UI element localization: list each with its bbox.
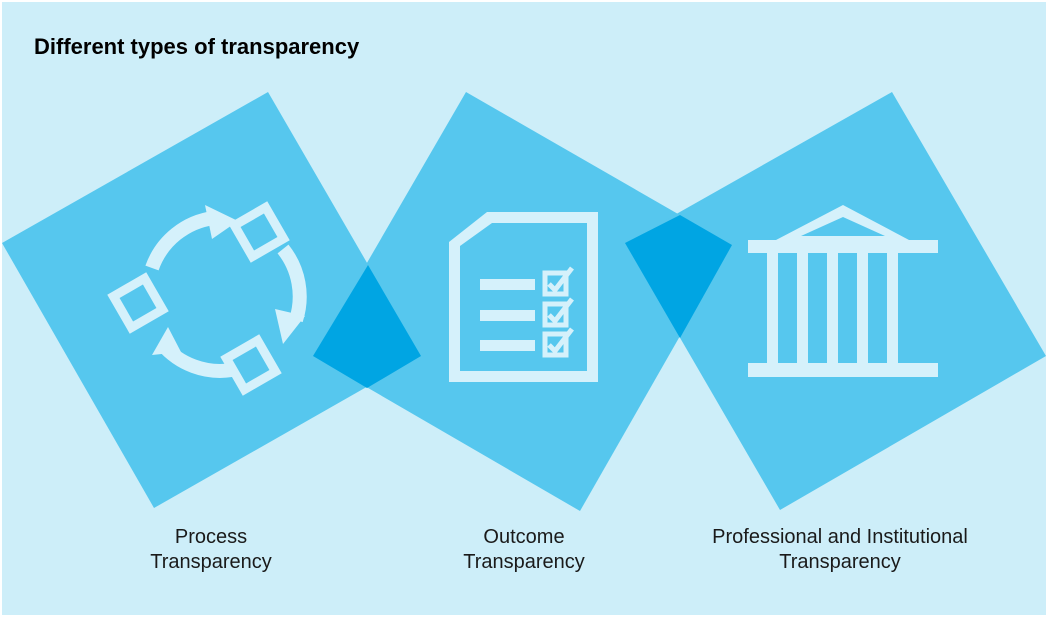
overlap-process-outcome — [313, 265, 421, 388]
outcome-label-line2: Transparency — [463, 551, 585, 573]
cycle-icon — [107, 201, 307, 396]
process-label-line2: Transparency — [150, 551, 272, 573]
process-transparency-label: Process Transparency — [111, 525, 311, 575]
professional-label-line2: Transparency — [779, 551, 901, 573]
process-label-line1: Process — [174, 526, 248, 548]
outcome-label-line1: Outcome — [483, 526, 565, 548]
process-square — [2, 92, 421, 508]
professional-institutional-transparency-label: Professional and Institutional Transpare… — [680, 525, 1000, 575]
professional-label-line1: Professional and Institutional — [712, 526, 968, 548]
outcome-transparency-label: Outcome Transparency — [424, 525, 624, 575]
institution-building-icon — [748, 205, 938, 377]
diagram-title: Different types of transparency — [34, 34, 360, 59]
checklist-document-icon — [449, 212, 598, 382]
overlap-outcome-professional — [625, 215, 732, 338]
